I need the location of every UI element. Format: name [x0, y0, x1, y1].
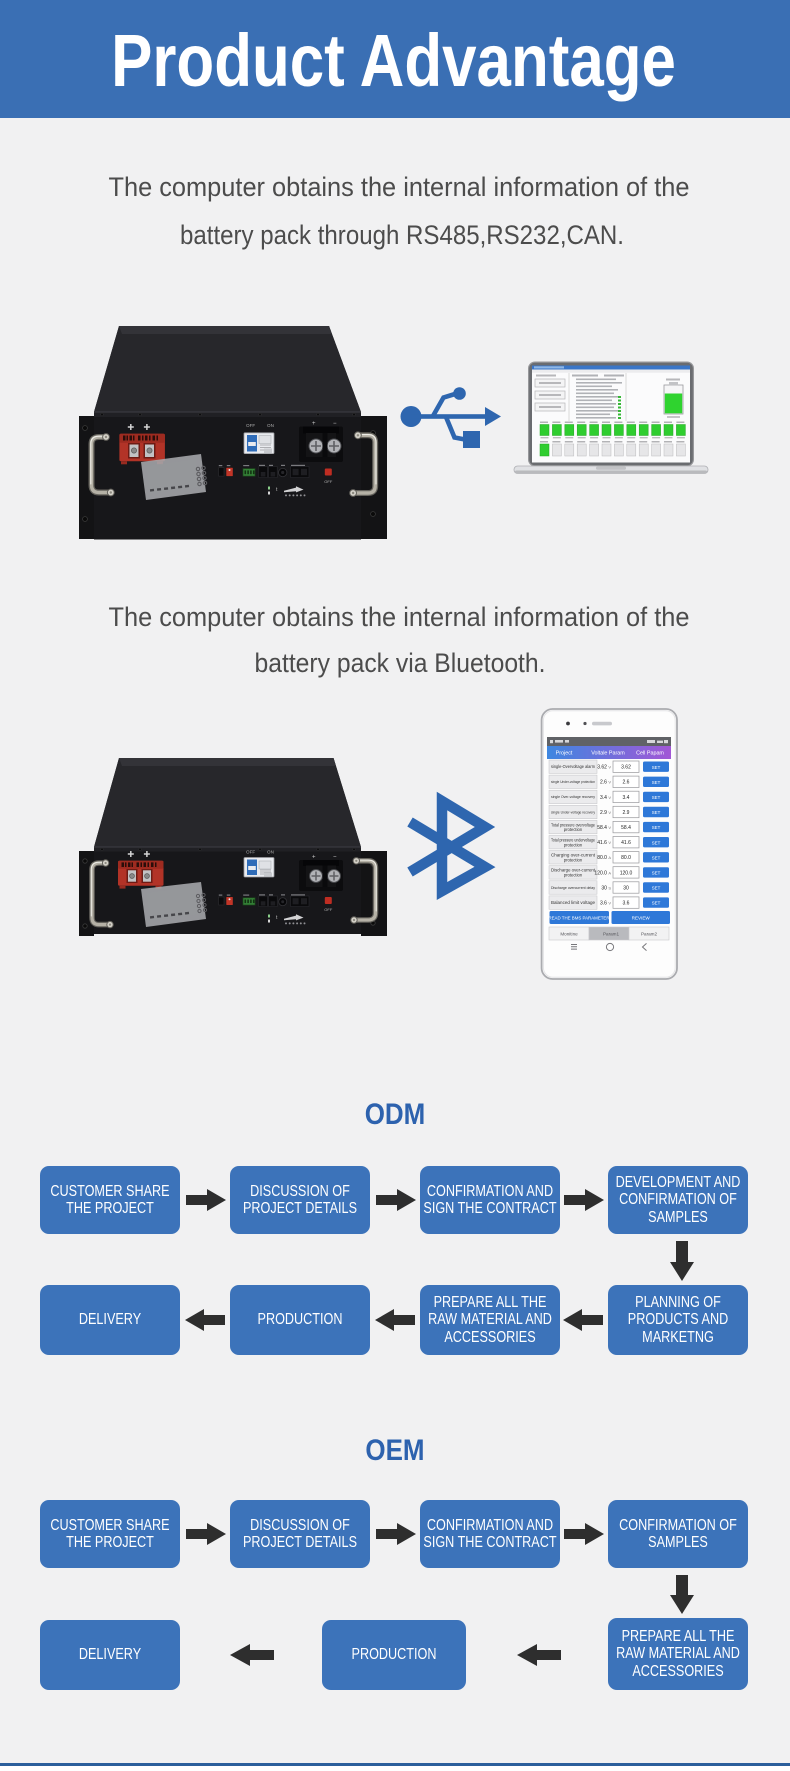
svg-text:t: t — [276, 487, 278, 493]
svg-text:SET: SET — [652, 810, 661, 815]
svg-text:SET: SET — [652, 840, 661, 845]
svg-text:SET: SET — [652, 886, 661, 891]
svg-text:120.0 A: 120.0 A — [594, 870, 611, 876]
svg-text:ON: ON — [267, 423, 274, 428]
svg-text:80.0 A: 80.0 A — [597, 855, 611, 861]
svg-text:OFF: OFF — [324, 479, 333, 484]
svg-text:single Over-voltage recovery: single Over-voltage recovery — [551, 794, 595, 799]
svg-text:Discharge over-current: Discharge over-current — [551, 868, 596, 873]
svg-text:Param1: Param1 — [603, 932, 620, 937]
svg-text:−: − — [333, 855, 337, 861]
svg-text:80.0: 80.0 — [621, 855, 631, 861]
svg-text:3.6: 3.6 — [623, 901, 630, 907]
svg-text:OFF: OFF — [246, 850, 255, 855]
svg-text:protection: protection — [564, 842, 583, 847]
svg-text:Cell Papam: Cell Papam — [636, 751, 664, 757]
svg-text:30: 30 — [623, 885, 629, 891]
svg-text:single Under-voltage protectio: single Under-voltage protection — [551, 779, 595, 784]
svg-text:SET: SET — [652, 795, 661, 800]
svg-text:SET: SET — [652, 780, 661, 785]
svg-text:single Under-voltage recovery: single Under-voltage recovery — [551, 809, 595, 814]
svg-text:−: − — [333, 421, 337, 427]
svg-text:Project: Project — [556, 751, 573, 757]
svg-text:Total pressure undervoltage: Total pressure undervoltage — [551, 838, 596, 843]
svg-text:protection: protection — [564, 857, 583, 862]
svg-text:2.6: 2.6 — [623, 780, 630, 786]
svg-text:41.6: 41.6 — [621, 840, 631, 846]
svg-text:SET: SET — [652, 901, 661, 906]
svg-text:single-Overvoltage alarm: single-Overvoltage alarm — [551, 764, 595, 769]
svg-text:Discharge overcurrent delay: Discharge overcurrent delay — [551, 885, 595, 890]
svg-text:SET: SET — [652, 871, 661, 876]
svg-text:ON: ON — [267, 850, 274, 855]
svg-text:SET: SET — [652, 765, 661, 770]
svg-text:Monitine: Monitine — [560, 932, 578, 937]
svg-text:Charging over-current: Charging over-current — [551, 853, 596, 858]
svg-text:3.4: 3.4 — [623, 795, 630, 801]
svg-text:41.6 V: 41.6 V — [597, 840, 611, 846]
svg-text:REVIEW: REVIEW — [632, 916, 651, 921]
svg-text:2.9: 2.9 — [623, 810, 630, 816]
svg-text:protection: protection — [564, 827, 583, 832]
svg-text:Param2: Param2 — [641, 932, 658, 937]
svg-text:3.4 V: 3.4 V — [600, 795, 611, 801]
svg-text:3.6 V: 3.6 V — [600, 901, 611, 907]
svg-text:+: + — [312, 421, 316, 427]
svg-text:SET: SET — [652, 825, 661, 830]
svg-text:SET: SET — [652, 855, 661, 860]
svg-text:OFF: OFF — [324, 907, 333, 912]
svg-text:2.9 V: 2.9 V — [600, 810, 611, 816]
svg-text:Balanced limit voltage: Balanced limit voltage — [551, 900, 596, 905]
svg-text:+: + — [312, 855, 316, 861]
svg-text:Voltale Param: Voltale Param — [591, 751, 625, 757]
svg-text:58.4: 58.4 — [621, 825, 631, 831]
svg-text:3.62 V: 3.62 V — [597, 765, 611, 771]
svg-text:t: t — [276, 915, 278, 921]
svg-text:READ THE BMS PARAMETER: READ THE BMS PARAMETER — [548, 916, 609, 921]
svg-text:Total pressure overvoltage: Total pressure overvoltage — [551, 822, 596, 827]
svg-text:30 S: 30 S — [601, 885, 611, 891]
svg-text:2.6 V: 2.6 V — [600, 780, 611, 786]
svg-text:120.0: 120.0 — [620, 870, 633, 876]
svg-text:protection: protection — [564, 873, 583, 878]
svg-text:58.4 V: 58.4 V — [597, 825, 611, 831]
svg-text:3.62: 3.62 — [621, 765, 631, 771]
svg-text:OFF: OFF — [246, 423, 255, 428]
